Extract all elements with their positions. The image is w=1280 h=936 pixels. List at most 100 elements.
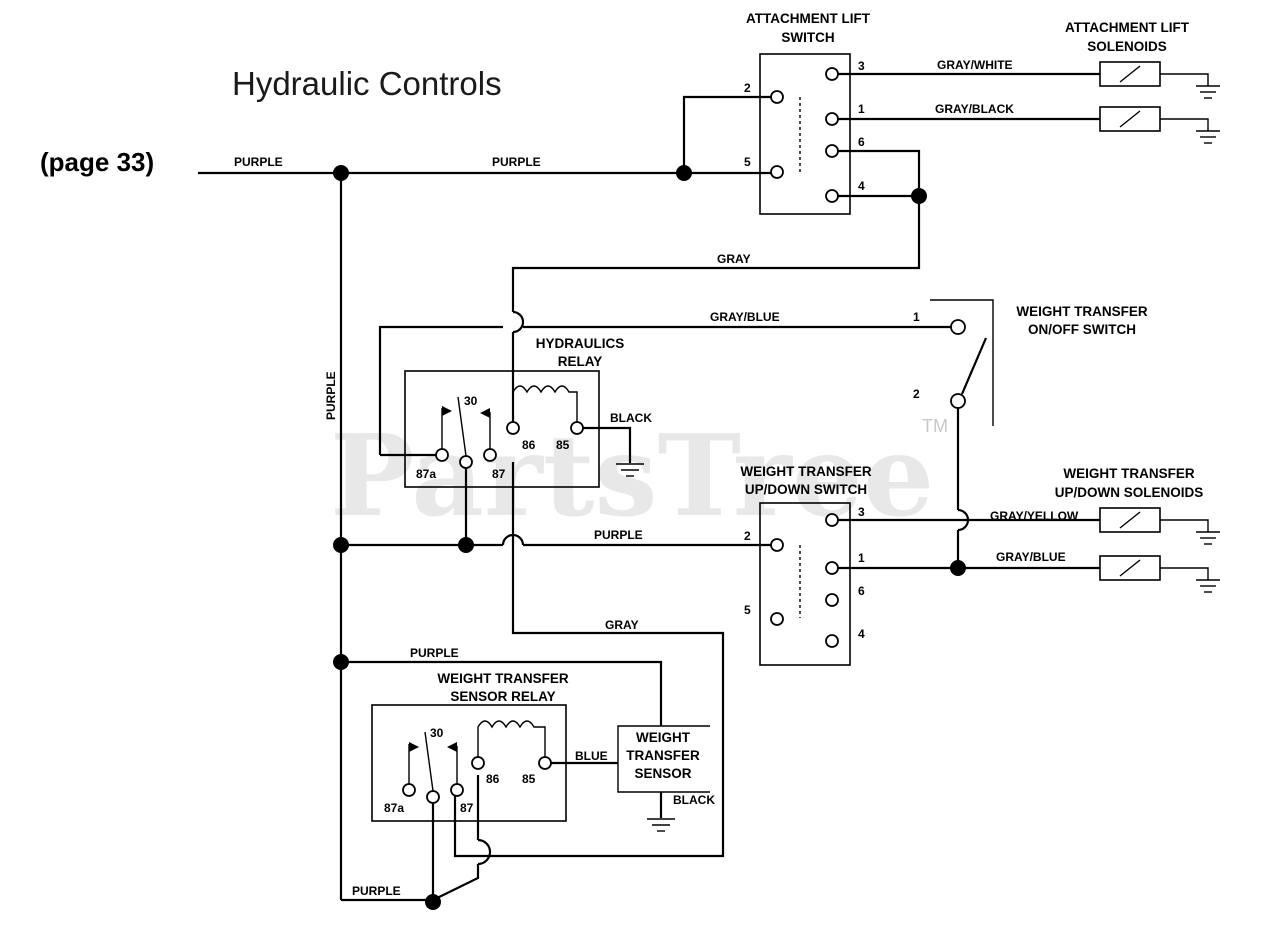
switch-body bbox=[759, 502, 851, 666]
terminal-2 bbox=[950, 393, 966, 409]
ground-wire bbox=[1160, 118, 1209, 131]
pin-label: 30 bbox=[464, 394, 478, 408]
junction-dot bbox=[425, 894, 441, 910]
terminal-30 bbox=[426, 790, 440, 804]
wire-label: PURPLE bbox=[324, 371, 338, 420]
relay-body bbox=[371, 704, 567, 822]
relay-coil bbox=[512, 385, 578, 428]
component-title: HYDRAULICS bbox=[536, 336, 625, 351]
wire-sensor-hop bbox=[477, 838, 492, 866]
terminal-87 bbox=[450, 783, 464, 797]
diagram-title: Hydraulic Controls bbox=[232, 65, 502, 102]
terminal-87a bbox=[402, 783, 416, 797]
pin-label: 85 bbox=[556, 438, 570, 452]
ground-wire bbox=[1160, 73, 1209, 86]
junctions bbox=[333, 165, 966, 910]
component-title: SOLENOIDS bbox=[1087, 39, 1167, 54]
wire-sensor-86-return bbox=[432, 864, 480, 901]
wire-purple-sensor bbox=[341, 660, 663, 726]
component-title: WEIGHT TRANSFER bbox=[437, 671, 568, 686]
pin-label: 87 bbox=[492, 467, 506, 481]
terminal-6 bbox=[825, 593, 839, 607]
terminal-87a bbox=[435, 448, 449, 462]
wire-label: PURPLE bbox=[410, 646, 459, 660]
terminal-86 bbox=[506, 421, 520, 435]
weight-transfer-sensor-relay: WEIGHT TRANSFER SENSOR RELAY 30 87a 87 8… bbox=[371, 671, 569, 822]
junction-dot bbox=[911, 188, 927, 204]
component-title: WEIGHT TRANSFER bbox=[740, 464, 871, 479]
wire-pin6 bbox=[832, 149, 921, 196]
flag-icon bbox=[442, 406, 452, 416]
relay-coil bbox=[477, 720, 546, 763]
pin-label: 5 bbox=[744, 155, 751, 169]
wire-gray-upper bbox=[511, 196, 921, 312]
wire-label: GRAY bbox=[717, 252, 751, 266]
switch-outline bbox=[930, 299, 994, 426]
solenoid-coil bbox=[1119, 65, 1141, 83]
pin-label: 1 bbox=[858, 102, 865, 116]
wire-label: BLUE bbox=[575, 749, 608, 763]
component-title: SENSOR RELAY bbox=[450, 689, 555, 704]
weight-transfer-updown-solenoids: WEIGHT TRANSFER UP/DOWN SOLENOIDS bbox=[1055, 466, 1220, 593]
junction-dot bbox=[458, 537, 474, 553]
junction-dot bbox=[950, 560, 966, 576]
relay-armature bbox=[424, 731, 434, 792]
component-title: ATTACHMENT LIFT bbox=[1065, 20, 1190, 35]
sensor-outline bbox=[617, 725, 710, 793]
terminal-4 bbox=[825, 634, 839, 648]
pin-label: 1 bbox=[913, 310, 920, 324]
component-title: ON/OFF SWITCH bbox=[1028, 322, 1136, 337]
junction-dot bbox=[333, 165, 349, 181]
wire-label: GRAY/YELLOW bbox=[990, 509, 1079, 523]
pin-label: 2 bbox=[744, 81, 751, 95]
wire-black-85 bbox=[577, 426, 632, 463]
ground-wire bbox=[1160, 519, 1209, 532]
component-title: UP/DOWN SOLENOIDS bbox=[1055, 485, 1204, 500]
pin-label: 6 bbox=[858, 584, 865, 598]
solenoid-coil bbox=[1119, 110, 1141, 128]
terminal-30 bbox=[459, 455, 473, 469]
component-title: WEIGHT TRANSFER bbox=[1016, 304, 1147, 319]
pin-label: 2 bbox=[913, 387, 920, 401]
wire-labels: PURPLE PURPLE GRAY/WHITE GRAY/BLACK GRAY… bbox=[234, 58, 1079, 898]
component-title: WEIGHT bbox=[636, 730, 691, 745]
switch-body bbox=[759, 53, 851, 215]
flag-icon bbox=[409, 742, 419, 752]
flag-icon bbox=[447, 742, 457, 752]
terminal-5 bbox=[770, 165, 784, 179]
wire-label: PURPLE bbox=[352, 884, 401, 898]
wire-label: GRAY bbox=[605, 618, 639, 632]
pin-label: 3 bbox=[858, 59, 865, 73]
switch-blade bbox=[960, 337, 988, 395]
weight-transfer-onoff-switch: 1 2 WEIGHT TRANSFER ON/OFF SWITCH bbox=[913, 299, 1148, 426]
solenoid-coil bbox=[1119, 511, 1141, 529]
pin-label: 87a bbox=[384, 801, 404, 815]
pin-label: 86 bbox=[522, 438, 536, 452]
pin-label: 86 bbox=[486, 772, 500, 786]
wire-label: GRAY/BLUE bbox=[996, 550, 1066, 564]
terminal-3 bbox=[825, 513, 839, 527]
terminal-2 bbox=[770, 90, 784, 104]
terminal-87 bbox=[483, 448, 497, 462]
weight-transfer-sensor: WEIGHT TRANSFER SENSOR bbox=[617, 725, 710, 832]
terminal-85 bbox=[570, 421, 584, 435]
pin-label: 4 bbox=[858, 179, 865, 193]
component-title: WEIGHT TRANSFER bbox=[1063, 466, 1194, 481]
component-title: UP/DOWN SWITCH bbox=[745, 482, 867, 497]
component-title: ATTACHMENT LIFT bbox=[746, 11, 871, 26]
terminal-6 bbox=[825, 144, 839, 158]
page-reference: (page 33) bbox=[40, 147, 154, 177]
component-title: SENSOR bbox=[634, 766, 691, 781]
wire-gray-blue-left bbox=[378, 325, 503, 455]
pin-label: 2 bbox=[744, 529, 751, 543]
wire-gray-lower bbox=[453, 462, 725, 858]
terminal-1 bbox=[825, 112, 839, 126]
hydraulics-relay: HYDRAULICS RELAY 30 87a 87 86 85 bbox=[404, 336, 644, 488]
solenoid-coil bbox=[1119, 559, 1141, 577]
pin-label: 85 bbox=[522, 772, 536, 786]
pin-label: 87a bbox=[416, 467, 436, 481]
terminal-5 bbox=[770, 612, 784, 626]
pin-label: 1 bbox=[858, 551, 865, 565]
terminal-4 bbox=[825, 189, 839, 203]
